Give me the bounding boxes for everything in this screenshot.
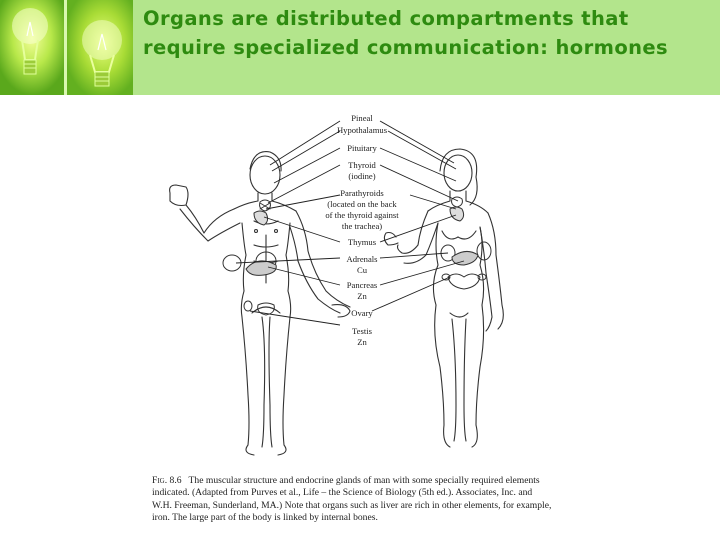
label-thyroid-note: (iodine) xyxy=(348,171,375,181)
label-adrenals: Adrenals xyxy=(346,254,378,264)
figure-caption: Fig. 8.6 The muscular structure and endo… xyxy=(152,475,552,524)
figure-caption-text: The muscular structure and endocrine gla… xyxy=(152,475,552,523)
slide-title: Organs are distributed compartments that… xyxy=(143,7,669,59)
lightbulb-icon xyxy=(0,0,133,95)
label-adrenals-element: Cu xyxy=(357,265,368,275)
label-parathyroids-note-3: the trachea) xyxy=(342,221,382,231)
label-pituitary: Pituitary xyxy=(347,143,377,153)
label-thymus: Thymus xyxy=(348,237,377,247)
endocrine-diagram: Pineal Hypothalamus Pituitary Thyroid (i… xyxy=(169,113,504,456)
figure-number: Fig. 8.6 xyxy=(152,475,182,486)
label-pancreas-element: Zn xyxy=(357,291,367,301)
male-figure xyxy=(169,151,351,456)
label-thyroid: Thyroid xyxy=(348,160,376,170)
label-parathyroids-note-2: of the thyroid against xyxy=(325,210,399,220)
lightbulb-banner xyxy=(0,0,133,95)
slide-header: Organs are distributed compartments that… xyxy=(0,0,720,95)
label-hypothalamus: Hypothalamus xyxy=(337,125,388,135)
label-parathyroids-note-1: (located on the back xyxy=(327,199,397,209)
label-parathyroids: Parathyroids xyxy=(340,188,384,198)
label-pancreas: Pancreas xyxy=(347,280,378,290)
female-figure xyxy=(383,148,504,448)
endocrine-figure: Pineal Hypothalamus Pituitary Thyroid (i… xyxy=(150,105,570,470)
label-pineal: Pineal xyxy=(351,113,373,123)
label-testis-element: Zn xyxy=(357,337,367,347)
label-testis: Testis xyxy=(352,326,373,336)
label-ovary: Ovary xyxy=(351,308,373,318)
